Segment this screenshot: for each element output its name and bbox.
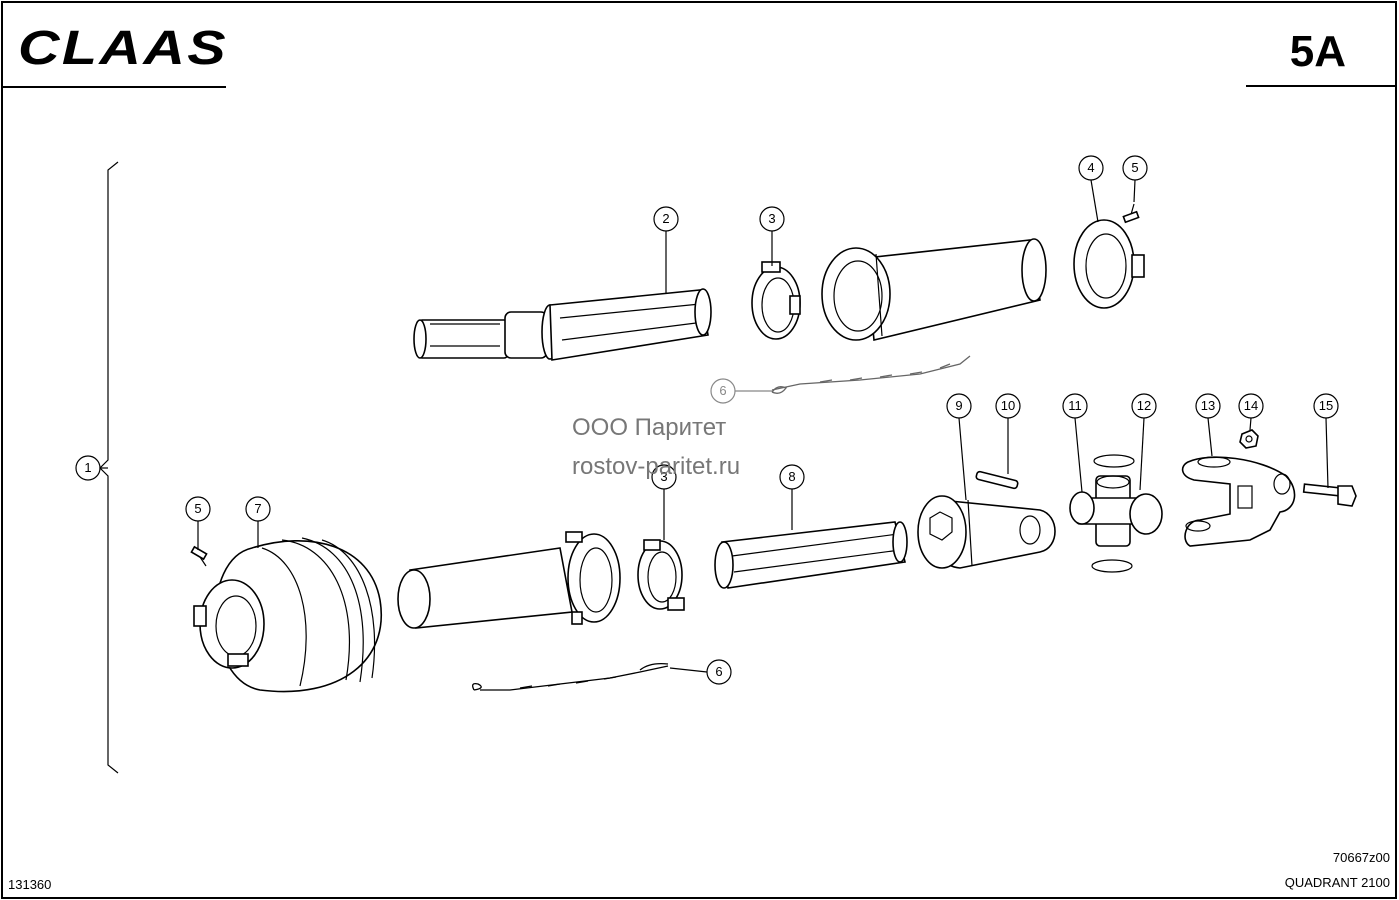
part-5-screw-lower <box>190 545 208 567</box>
svg-text:1: 1 <box>84 460 91 475</box>
part-14-nut <box>1239 429 1259 449</box>
callout-6-upper: 6 <box>710 378 772 404</box>
callout-8: 8 <box>779 464 805 530</box>
part-9-tube-yoke <box>917 495 1056 569</box>
svg-text:14: 14 <box>1244 398 1258 413</box>
svg-text:10: 10 <box>1001 398 1015 413</box>
callout-3-lower: 3 <box>651 464 677 540</box>
callout-5-lower: 5 <box>185 496 211 550</box>
figure-code: 70667z00 <box>1333 850 1390 865</box>
part-3-locking-ring-lower <box>637 539 685 611</box>
callout-15: 15 <box>1313 393 1339 489</box>
watermark-url: rostov-paritet.ru <box>572 453 740 480</box>
part-10-spring-pin <box>975 470 1019 490</box>
watermark-company: ООО Паритет <box>572 414 726 441</box>
part-13-yoke <box>1181 456 1296 547</box>
svg-text:7: 7 <box>254 501 261 516</box>
lower-guard-tube <box>397 531 621 629</box>
part-2-inner-shaft <box>413 288 712 361</box>
callout-6-lower: 6 <box>669 659 732 685</box>
callout-9: 9 <box>946 393 972 501</box>
callout-13: 13 <box>1195 393 1221 457</box>
svg-text:3: 3 <box>660 469 667 484</box>
svg-text:2: 2 <box>662 211 669 226</box>
svg-text:13: 13 <box>1201 398 1215 413</box>
callout-4: 4 <box>1078 155 1104 223</box>
part-6-chain-lower <box>472 662 669 691</box>
svg-text:6: 6 <box>715 664 722 679</box>
svg-text:9: 9 <box>955 398 962 413</box>
part-15-bolt <box>1302 483 1357 507</box>
callout-12: 12 <box>1131 393 1157 491</box>
part-8-profile-tube <box>714 521 908 589</box>
svg-text:11: 11 <box>1068 398 1082 413</box>
callout-14: 14 <box>1238 393 1264 431</box>
svg-text:6: 6 <box>719 383 726 398</box>
part-11-12-universal-cross <box>1069 454 1163 573</box>
part-4-bearing-ring <box>1073 219 1145 309</box>
svg-text:12: 12 <box>1137 398 1151 413</box>
svg-text:4: 4 <box>1087 160 1094 175</box>
callout-1: 1 <box>75 455 108 481</box>
callout-2: 2 <box>653 206 679 294</box>
svg-text:5: 5 <box>194 501 201 516</box>
svg-text:3: 3 <box>768 211 775 226</box>
callout-10: 10 <box>995 393 1021 474</box>
svg-text:15: 15 <box>1319 398 1333 413</box>
page-code: 5A <box>1290 27 1346 76</box>
drawing-id: 131360 <box>8 877 51 892</box>
upper-guard-tube <box>821 238 1047 341</box>
part-6-chain-upper <box>771 355 971 394</box>
model-name: QUADRANT 2100 <box>1285 875 1390 890</box>
part-7-protective-cone <box>193 537 383 693</box>
part-3-locking-ring-upper <box>751 261 801 340</box>
callout-5-upper: 5 <box>1122 155 1148 203</box>
part-5-screw-upper <box>1122 203 1140 224</box>
callout-11: 11 <box>1062 393 1088 493</box>
brand-logo: CLAAS <box>18 22 228 75</box>
callout-7: 7 <box>245 496 271 548</box>
callout-3-upper: 3 <box>759 206 785 266</box>
svg-text:5: 5 <box>1131 160 1138 175</box>
svg-text:8: 8 <box>788 469 795 484</box>
